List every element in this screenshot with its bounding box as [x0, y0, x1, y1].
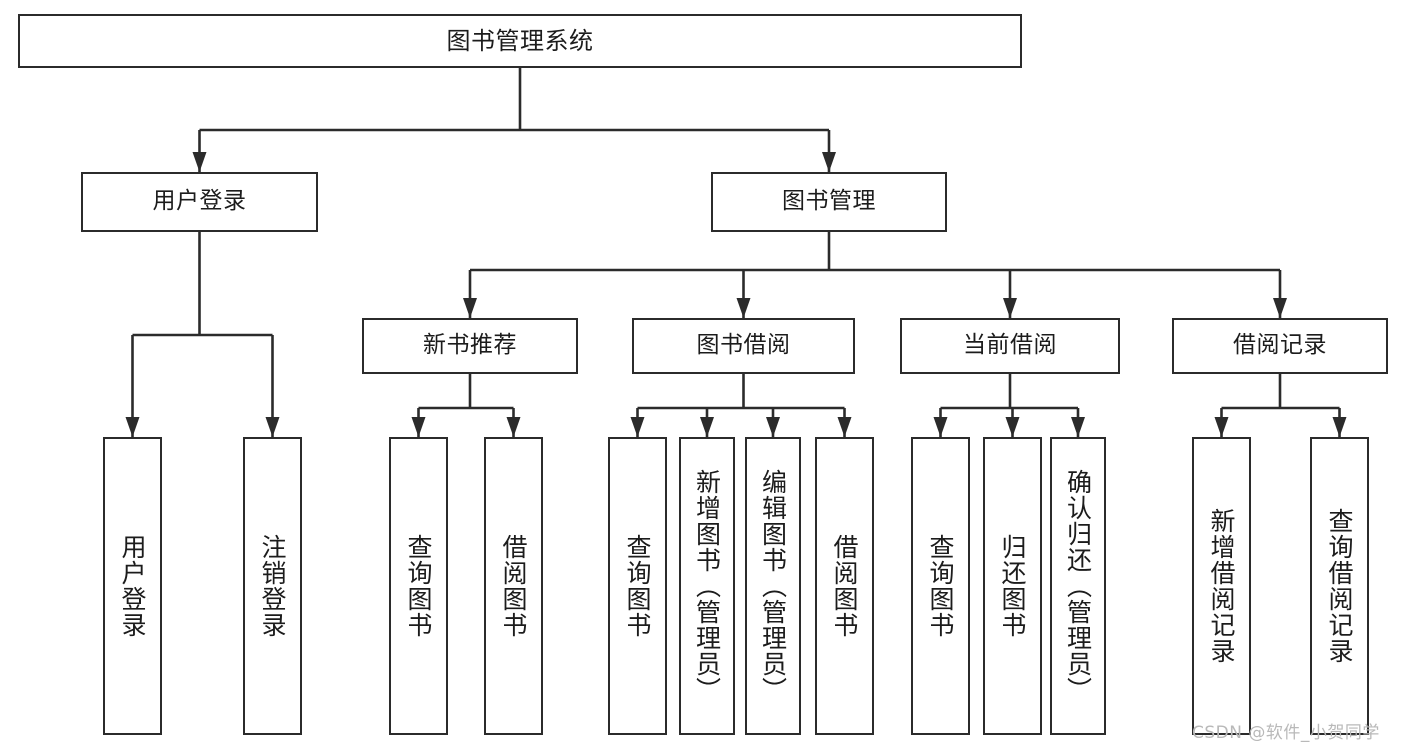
node-current[interactable]: 当前借阅 [900, 318, 1120, 374]
arrow-head-icon [125, 417, 140, 437]
node-records[interactable]: 借阅记录 [1172, 318, 1388, 374]
arrow-head-icon [736, 298, 751, 318]
node-label: 借阅图书 [830, 534, 859, 638]
node-leaf-add[interactable]: 新增图书（管理员） [679, 437, 735, 735]
node-label: 新增图书（管理员） [692, 469, 722, 703]
node-leaf-b1[interactable]: 借阅图书 [484, 437, 543, 735]
arrow-head-icon [630, 417, 645, 437]
arrow-head-icon [411, 417, 426, 437]
arrow-head-icon [1005, 417, 1020, 437]
node-leaf-q1[interactable]: 查询图书 [389, 437, 448, 735]
node-label: 用户登录 [118, 534, 147, 638]
arrow-head-icon [1003, 298, 1017, 318]
node-label: 图书管理 [782, 188, 876, 215]
node-leaf-q3[interactable]: 查询图书 [911, 437, 970, 735]
node-leaf-addrec[interactable]: 新增借阅记录 [1192, 437, 1251, 735]
node-label: 图书借阅 [696, 332, 791, 359]
node-label: 新增借阅记录 [1207, 508, 1236, 664]
node-label: 查询借阅记录 [1325, 508, 1354, 664]
arrow-head-icon [837, 417, 852, 437]
arrow-head-icon [1273, 298, 1287, 318]
node-leaf-login[interactable]: 用户登录 [103, 437, 162, 735]
node-bookmgmt[interactable]: 图书管理 [711, 172, 947, 232]
node-leaf-return[interactable]: 归还图书 [983, 437, 1042, 735]
node-label: 借阅图书 [499, 534, 528, 638]
node-label: 编辑图书（管理员） [758, 469, 788, 703]
node-leaf-logout[interactable]: 注销登录 [243, 437, 302, 735]
arrow-head-icon [1071, 417, 1085, 437]
node-leaf-q2[interactable]: 查询图书 [608, 437, 667, 735]
arrow-head-icon [265, 417, 280, 437]
arrow-head-icon [463, 298, 477, 318]
node-borrow[interactable]: 图书借阅 [632, 318, 855, 374]
node-label: 查询图书 [623, 534, 652, 638]
node-root[interactable]: 图书管理系统 [18, 14, 1022, 68]
node-label: 图书管理系统 [446, 26, 594, 55]
node-leaf-qrec[interactable]: 查询借阅记录 [1310, 437, 1369, 735]
node-leaf-b2[interactable]: 借阅图书 [815, 437, 874, 735]
node-newbook[interactable]: 新书推荐 [362, 318, 578, 374]
arrow-head-icon [700, 417, 714, 437]
arrow-head-icon [822, 152, 836, 172]
arrow-head-icon [506, 417, 521, 437]
node-label: 查询图书 [404, 534, 433, 638]
arrow-head-icon [192, 152, 207, 172]
arrow-head-icon [1332, 417, 1347, 437]
node-label: 新书推荐 [423, 332, 517, 359]
arrow-head-icon [1214, 417, 1229, 437]
node-label: 借阅记录 [1233, 332, 1327, 359]
arrow-head-icon [766, 417, 780, 437]
node-label: 注销登录 [258, 534, 287, 638]
node-label: 查询图书 [926, 534, 955, 638]
node-leaf-confirm[interactable]: 确认归还（管理员） [1050, 437, 1106, 735]
node-label: 当前借阅 [963, 332, 1057, 359]
node-leaf-edit[interactable]: 编辑图书（管理员） [745, 437, 801, 735]
node-label: 归还图书 [998, 534, 1027, 638]
watermark-text: CSDN @软件_小贺同学 [1192, 723, 1380, 743]
node-label: 确认归还（管理员） [1063, 469, 1093, 703]
node-label: 用户登录 [152, 188, 247, 215]
node-login[interactable]: 用户登录 [81, 172, 318, 232]
arrow-head-icon [933, 417, 948, 437]
